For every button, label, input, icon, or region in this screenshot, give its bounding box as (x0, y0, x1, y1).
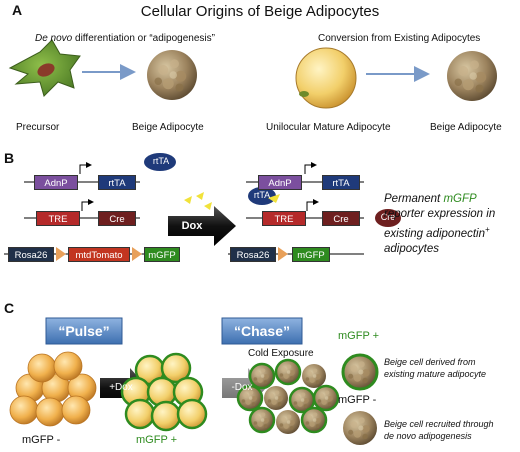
tre-gene-1: TRE (36, 211, 80, 226)
panel-c-letter: C (4, 300, 15, 316)
cre-protein-label: Cre (380, 212, 396, 222)
cre-gene-2: Cre (322, 211, 360, 226)
cluster-chase (236, 358, 340, 434)
chase-label: “Chase” (233, 323, 291, 339)
unilocular-label: Unilocular Mature Adipocyte (266, 122, 391, 133)
panel-a-title: Cellular Origins of Beige Adipocytes (140, 3, 380, 20)
precursor-cell-icon (8, 39, 81, 97)
pulse-label: “Pulse” (58, 323, 110, 339)
chase-box (221, 317, 303, 345)
beige-adipocyte-1-icon (147, 50, 197, 100)
mtdtomato-gene: mtdTomato (68, 247, 130, 262)
mgfp-gene-2: mGFP (292, 247, 330, 262)
promoter-arrow-4 (306, 199, 319, 211)
panel-a-letter: A (12, 2, 23, 18)
rtta-protein-label: rtTA (152, 156, 170, 166)
minus-dox-label: -Dox (231, 382, 253, 393)
cold-exposure-label: Cold Exposure (248, 348, 314, 359)
rosa26-gene-2: Rosa26 (230, 247, 276, 262)
unilocular-adipocyte-icon (295, 47, 357, 109)
conversion-label: Conversion from Existing Adipocytes (318, 33, 481, 44)
mgfp-minus-label: mGFP - (22, 434, 61, 446)
tre-gene-2: TRE (262, 211, 306, 226)
mgfp-plus-label: mGFP + (136, 434, 178, 446)
legend-minus-title: mGFP - (338, 394, 377, 406)
cre-protein-icon (375, 209, 401, 227)
loxp-triangle-2 (132, 247, 142, 261)
panel-b-note: Permanent mGFP reporter expression in ex… (384, 193, 496, 255)
loxp-triangle-1 (56, 247, 66, 261)
plus-dox-label: +Dox (109, 382, 133, 393)
dox-label: Dox (181, 220, 203, 232)
beige-adipocyte-1-label: Beige Adipocyte (132, 122, 204, 133)
rosa26-gene-1: Rosa26 (8, 247, 54, 262)
promoter-arrow-3 (304, 162, 317, 174)
pulse-box (45, 317, 123, 345)
precursor-label: Precursor (16, 122, 60, 133)
dox-arrow (168, 206, 236, 246)
adnp-gene-2: AdnP (258, 175, 302, 190)
denovo-label: De novo differentiation or “adipogenesis… (35, 33, 215, 44)
beige-adipocyte-2-label: Beige Adipocyte (430, 122, 502, 133)
beige-adipocyte-2-icon (447, 51, 497, 101)
legend-plus-title: mGFP + (338, 330, 380, 342)
cre-gene-1: Cre (98, 211, 136, 226)
adnp-gene-1: AdnP (34, 175, 78, 190)
rtta-gene-1: rtTA (98, 175, 136, 190)
mgfp-gene-1: mGFP (144, 247, 180, 262)
cluster-mgfp-negative (9, 351, 97, 427)
panel-b-letter: B (4, 150, 15, 166)
rtta-protein-icon (144, 153, 176, 171)
rtta-bound-label: rtTA (253, 190, 271, 200)
rtta-gene-2: rtTA (322, 175, 360, 190)
dox-molecule-icon (184, 196, 192, 204)
legend-mgfp-negative-cell-icon (343, 411, 377, 445)
cluster-mgfp-positive (120, 352, 208, 432)
loxp-triangle-3 (278, 247, 288, 261)
promoter-arrow-1 (79, 162, 92, 174)
rtta-bound-icon (248, 187, 276, 205)
promoter-arrow-2 (81, 199, 94, 211)
